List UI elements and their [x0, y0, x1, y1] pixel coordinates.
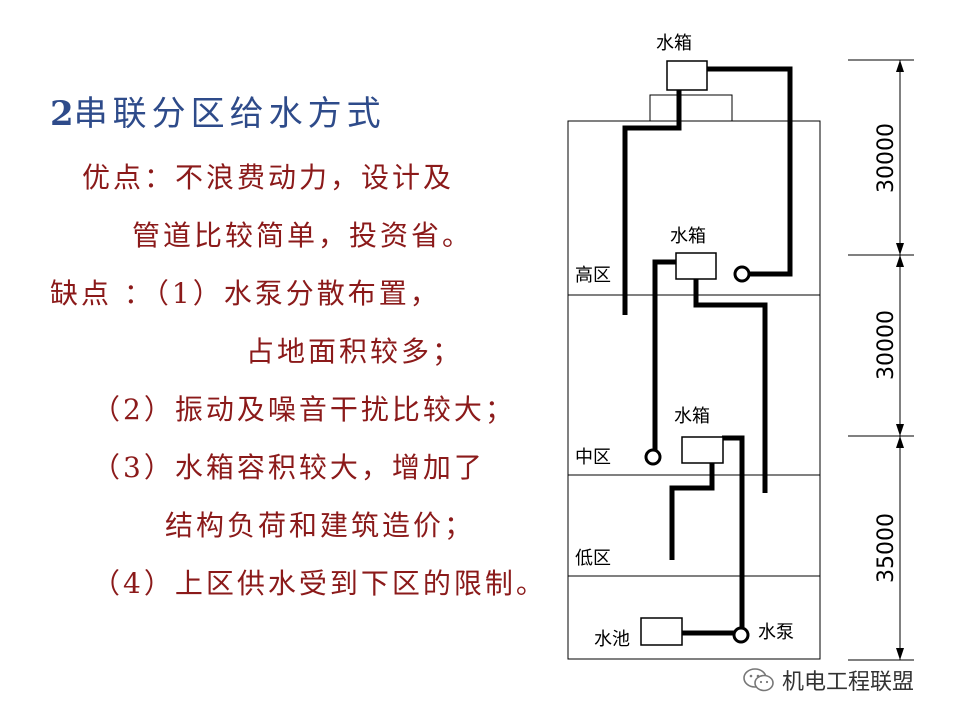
disadvantages-label: 缺点 ： — [50, 277, 155, 310]
mid-zone-tank — [681, 436, 724, 464]
title-number: 2 — [50, 94, 74, 134]
high-zone-tank — [675, 252, 717, 280]
disadvantage-4: （4）上区供水受到下区的限制。 — [92, 567, 547, 600]
advantages-label: 优点： — [82, 161, 176, 194]
pipe-mid-tank-drop — [669, 463, 715, 560]
dimension-arrows — [896, 60, 904, 660]
pump-high-icon — [733, 265, 751, 283]
watermark-text: 机电工程联盟 — [782, 670, 915, 695]
advantages-text-1: 不浪费动力，设计及 — [175, 161, 455, 194]
pipe-high-tank-drop — [693, 275, 768, 493]
dim-label-bottom: 35000 — [874, 513, 899, 583]
dim-label-mid: 30000 — [874, 310, 899, 380]
pump-label: 水泵 — [758, 622, 794, 643]
roof-tank — [666, 60, 708, 91]
zone-label-low: 低区 — [575, 548, 611, 569]
disadvantages-line-1: 缺点 ：（1）水泵分散布置， — [50, 272, 441, 312]
zone-label-high: 高区 — [575, 265, 611, 286]
tank-label-high: 水箱 — [670, 226, 706, 247]
advantages-text-2: 管道比较简单，投资省。 — [132, 219, 474, 252]
tank-label-roof: 水箱 — [656, 33, 692, 54]
slide-title: 2串联分区给水方式 — [50, 86, 386, 135]
disadvantage-1-text-1: （1）水泵分散布置， — [154, 277, 441, 310]
watermark: 机电工程联盟 — [742, 664, 914, 696]
building-outline — [567, 120, 821, 660]
zone-label-mid: 中区 — [575, 447, 611, 468]
pump-low-icon — [732, 626, 750, 644]
pipe-high-to-mid-pump — [652, 259, 676, 452]
wechat-icon — [743, 668, 774, 692]
pipe-mid-to-low-pump — [722, 435, 745, 628]
pipe-riser-to-roof — [706, 66, 793, 277]
pump-mid-icon — [644, 448, 662, 466]
disadvantage-3-text-1: （3）水箱容积较大，增加了 — [92, 451, 485, 484]
pool-label: 水池 — [594, 629, 630, 650]
tank-label-mid: 水箱 — [674, 406, 710, 427]
disadvantage-1-text-2: 占地面积较多； — [246, 335, 464, 368]
disadvantage-2: （2）振动及噪音干扰比较大； — [92, 393, 516, 426]
pipe-roof-down — [622, 88, 682, 315]
title-text: 串联分区给水方式 — [73, 94, 386, 134]
advantages-line-1: 优点：不浪费动力，设计及 — [82, 156, 454, 196]
roof-structure — [649, 94, 733, 122]
water-pool — [640, 617, 683, 646]
dim-label-top: 30000 — [874, 123, 899, 193]
disadvantage-3-text-2: 结构负荷和建筑造价； — [165, 509, 476, 542]
